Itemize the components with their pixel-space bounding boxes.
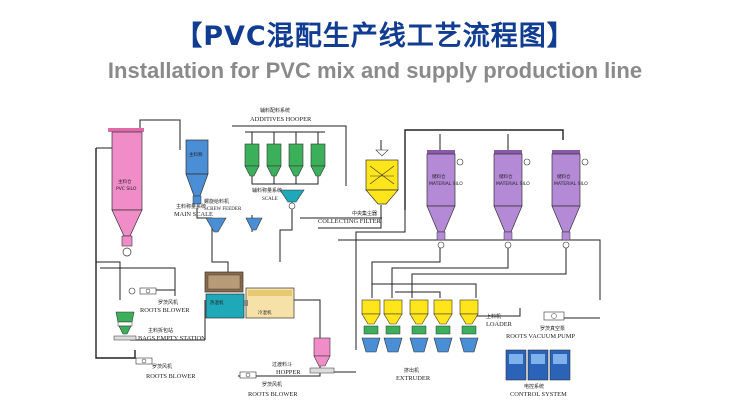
loader-4 [433,299,453,353]
roots-blower-2-label-en: ROOTS BLOWER [146,373,196,380]
loader-1 [361,299,381,353]
additive-scale [279,189,305,210]
cold-mixer-label: 冷混机 [258,309,272,316]
silo-1-inside-en: MATERIAL SILO [429,181,463,187]
roots-blower-3-label-cn: 罗茨风机 [262,381,282,388]
roots-blower-2 [135,357,153,365]
material-silo-2: 储料仓 MATERIAL SILO [493,150,531,249]
screw-feeder-label-cn: 螺旋给料机 [204,198,229,205]
additives-label-cn: 辅料配料系统 [260,107,290,114]
hopper-label-cn: 过渡料斗 [272,361,292,368]
hot-mixer-label: 热混机 [210,299,224,306]
pipe-right-top-loop [404,129,564,210]
additive-hopper-1 [244,143,260,177]
loader-5 [459,299,479,353]
pvc-silo: 主料仓 PVC SILO [108,128,144,257]
screw-feeder-label-en: SCREW FEEDER [204,207,242,212]
material-silo-1: 储料仓 MATERIAL SILO [426,150,464,249]
pipe-additives-top [232,125,347,186]
roots-blower-1 [128,287,157,295]
control-system-cabinet [505,349,571,381]
silo-3-inside-en: MATERIAL SILO [554,181,588,187]
main-scale-label-cn: 主料称量系统 [176,203,206,210]
transition-hopper [309,337,335,374]
pipe-filter [318,140,382,229]
loaders-extruders [361,299,479,353]
screw-feeder [205,217,263,233]
pvc-silo-inside-cn: 主料仓 [118,178,132,185]
additive-scale-label-en: SCALE [262,197,278,202]
silo-1-inside-cn: 储料仓 [432,173,446,180]
hopper-label-en: HOPPER [276,369,301,376]
additive-hopper-4 [310,143,326,177]
bags-empty-station [113,311,137,341]
loader-label-en: LOADER [486,321,513,328]
pvc-silo-inside-en: PVC SILO [116,186,137,192]
diagram-title-cn: 【PVC混配生产线工艺流程图】 [175,21,575,52]
silo-2-inside-en: MATERIAL SILO [496,181,530,187]
roots-blower-1-label-en: ROOTS BLOWER [140,307,190,314]
additive-hopper-2 [266,143,282,177]
loader-3 [409,299,429,353]
pipe-silo-to-blower [96,261,121,300]
bags-station-label-en: BAGS EMPTY STATION [138,335,206,342]
roots-blower-2-label-cn: 罗茨风机 [152,363,172,370]
hot-mixer [204,271,244,293]
mixer-unit: 热混机 冷混机 [205,287,295,319]
silo-3-inside-cn: 储料仓 [557,173,571,180]
loader-label-cn: 上料机 [486,313,501,320]
roots-vacuum-pump [543,311,565,321]
collecting-filter [365,149,399,205]
additives-label-en: ADDITIVES HOOPER [250,116,312,123]
filter-label-cn: 中央集尘器 [352,210,377,217]
vacuum-pump-label-cn: 罗茨真空泵 [540,325,565,332]
silo-2-inside-cn: 储料仓 [499,173,513,180]
vacuum-pump-label-en: ROOTS VACUUM PUMP [506,333,575,340]
pipe-left-loop [95,148,136,359]
bags-station-label-cn: 主料拆包站 [148,327,173,334]
extruder-label-en: EXTRUDER [396,375,431,382]
diagram-title-en: Installation for PVC mix and supply prod… [107,58,643,83]
roots-blower-1-label-cn: 罗茨风机 [158,299,178,306]
extruder-label-cn: 挤出机 [404,367,419,374]
filter-label-en: COLLECTING FILTER [318,218,382,225]
additives-hoppers [244,131,326,185]
roots-blower-3-label-en: ROOTS BLOWER [248,391,298,398]
main-scale-label-en: MAIN SCALE [174,211,213,218]
loader-2 [383,299,403,353]
material-silo-3: 储料仓 MATERIAL SILO [551,150,589,249]
additive-scale-label-cn: 辅料称量系统 [252,187,282,194]
pipe-network [95,119,601,377]
main-scale-inside: 主料称 [189,151,203,158]
control-label-cn: 电控系统 [524,383,544,390]
control-label-en: CONTROL SYSTEM [510,391,567,398]
pipe-blower-line [100,267,176,296]
roots-blower-3 [239,371,257,379]
main-scale-hopper: 主料称 [185,139,209,205]
additive-hopper-3 [288,143,304,177]
